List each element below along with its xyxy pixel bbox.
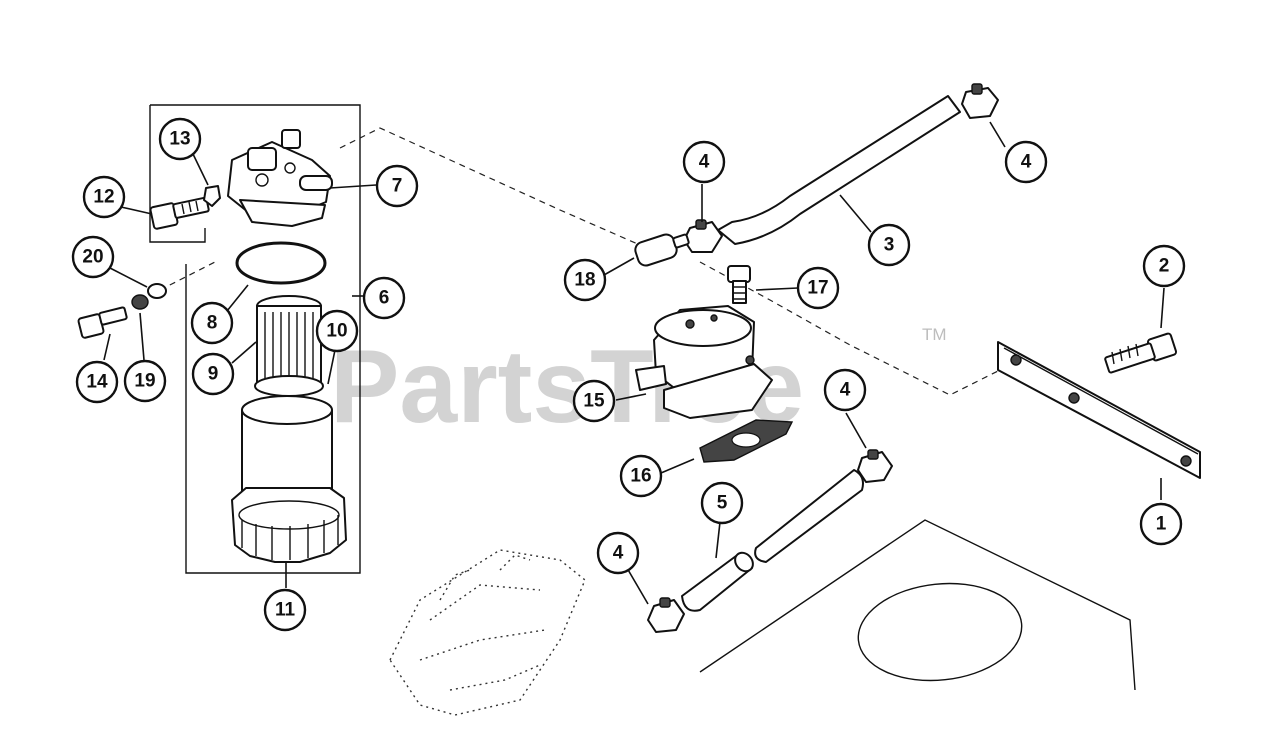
fitting-18-part (634, 233, 690, 267)
svg-text:3: 3 (884, 235, 895, 256)
svg-text:20: 20 (82, 247, 103, 268)
callout-6[interactable]: 6 (362, 276, 406, 320)
svg-text:7: 7 (392, 176, 403, 197)
manifold-ghost-outline (389, 549, 586, 716)
callout-3[interactable]: 3 (867, 223, 911, 267)
callout-2[interactable]: 2 (1142, 244, 1186, 288)
watermark-trademark: TM (922, 325, 947, 344)
fuel-hose-5-upper-part (754, 469, 864, 563)
hose-clamp-upper-right-part (961, 83, 999, 119)
callout-8[interactable]: 8 (190, 301, 234, 345)
svg-text:5: 5 (717, 493, 728, 514)
svg-text:14: 14 (86, 372, 108, 393)
fuel-hose-3-part (717, 95, 961, 245)
assembly-centerline (339, 127, 1011, 396)
callouts: 1 2 3 4 4 4 4 5 6 7 8 9 10 11 12 13 14 1… (71, 117, 1186, 632)
hose-clamp-upper-left-part (683, 219, 723, 253)
svg-text:13: 13 (169, 129, 190, 150)
nut-19-part (131, 294, 149, 310)
callout-5[interactable]: 5 (700, 481, 744, 525)
svg-text:10: 10 (326, 321, 347, 342)
svg-text:4: 4 (699, 152, 710, 173)
callout-4-upper-right[interactable]: 4 (1004, 140, 1048, 184)
svg-text:6: 6 (379, 288, 390, 309)
callout-20[interactable]: 20 (71, 235, 115, 279)
svg-text:1: 1 (1156, 514, 1167, 535)
callout-1[interactable]: 1 (1139, 502, 1183, 546)
filter-bowl-part (231, 395, 347, 563)
filter-connection-line (159, 261, 216, 291)
svg-text:8: 8 (207, 313, 218, 334)
svg-text:4: 4 (613, 543, 624, 564)
callout-13[interactable]: 13 (158, 117, 202, 161)
callout-11[interactable]: 11 (263, 588, 307, 632)
hose-clamp-middle-part (857, 449, 893, 483)
svg-text:4: 4 (1021, 152, 1032, 173)
callout-15[interactable]: 15 (572, 379, 616, 423)
bracket-1-part (997, 341, 1201, 479)
filter-element-part (254, 295, 324, 397)
bolt-14-part (77, 306, 128, 339)
fuel-hose-5-lower-part (681, 551, 754, 612)
callout-14[interactable]: 14 (75, 360, 119, 404)
filter-head-part (227, 129, 333, 227)
callout-19[interactable]: 19 (123, 359, 167, 403)
callout-16[interactable]: 16 (619, 454, 663, 498)
callout-18[interactable]: 18 (563, 258, 607, 302)
bolt-2-part (1104, 332, 1178, 374)
svg-text:17: 17 (807, 278, 828, 299)
svg-text:15: 15 (583, 391, 605, 412)
callout-4-middle[interactable]: 4 (823, 368, 867, 412)
callout-17[interactable]: 17 (796, 266, 840, 310)
svg-text:18: 18 (574, 270, 595, 291)
clip-13-part (203, 185, 221, 207)
hose-clamp-lower-part (647, 597, 685, 633)
svg-text:9: 9 (208, 364, 219, 385)
bolt-17-part (727, 265, 751, 304)
callout-12[interactable]: 12 (82, 175, 126, 219)
svg-text:4: 4 (840, 380, 851, 401)
svg-text:11: 11 (275, 600, 296, 621)
callout-10[interactable]: 10 (315, 309, 359, 353)
callout-4-lower[interactable]: 4 (596, 531, 640, 575)
o-ring-part (235, 241, 327, 285)
leader-lines (103, 121, 1165, 605)
svg-text:12: 12 (93, 187, 114, 208)
bolt-12-part (149, 196, 210, 230)
callout-4-upper-left[interactable]: 4 (682, 140, 726, 184)
svg-text:2: 2 (1159, 256, 1170, 277)
fuel-pump-15-part (635, 305, 773, 419)
filter-assembly-bracket (149, 104, 361, 574)
washer-20-part (147, 283, 167, 299)
svg-text:19: 19 (134, 371, 155, 392)
callout-7[interactable]: 7 (375, 164, 419, 208)
callout-9[interactable]: 9 (191, 352, 235, 396)
svg-text:16: 16 (630, 466, 651, 487)
gasket-16-part (699, 419, 794, 463)
engine-block-outline (699, 519, 1136, 691)
